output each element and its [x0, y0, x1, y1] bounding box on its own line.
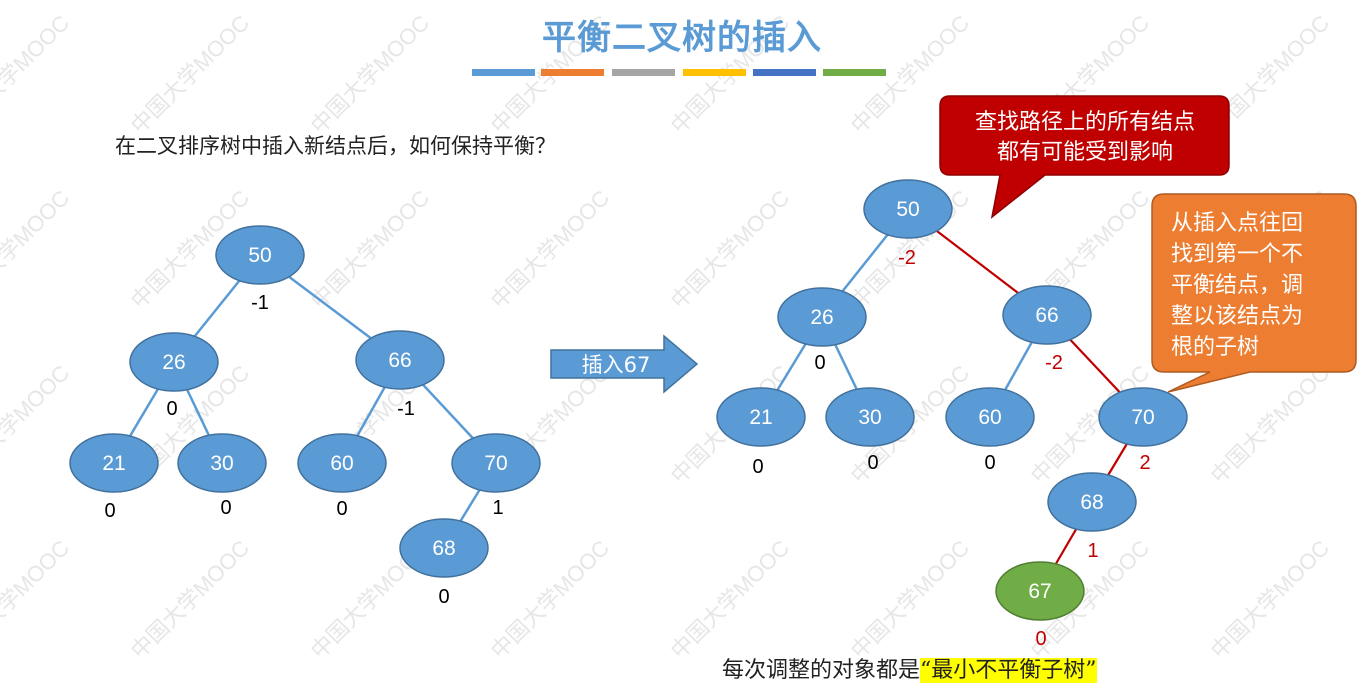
- arrow-label: 插入67: [582, 353, 651, 377]
- callout-line: 都有可能受到影响: [997, 140, 1173, 165]
- left-tree-node-70: 70: [451, 433, 541, 493]
- left-balance-factor-30: 0: [220, 497, 231, 519]
- right-balance-factor-66: -2: [1045, 352, 1063, 374]
- callout-bubble: [1151, 193, 1357, 393]
- node-label: 70: [484, 452, 507, 475]
- node-label: 68: [432, 537, 455, 560]
- node-ellipse: [1002, 285, 1092, 345]
- right-tree-node-26: 26: [777, 287, 867, 347]
- left-balance-factor-60: 0: [336, 498, 347, 520]
- right-tree-node-68: 68: [1047, 472, 1137, 532]
- right-tree-node-21: 21: [716, 387, 806, 447]
- right-balance-factor-67: 0: [1035, 628, 1046, 650]
- bottom-note: 每次调整的对象都是“最小不平衡子树”: [722, 652, 1097, 684]
- node-label: 70: [1131, 406, 1154, 429]
- left-tree-node-68: 68: [399, 518, 489, 578]
- left-balance-factor-21: 0: [104, 500, 115, 522]
- color-bar-segment: [823, 69, 886, 76]
- node-label: 67: [1028, 580, 1051, 603]
- bottom-note-highlight: “最小不平衡子树”: [920, 658, 1097, 683]
- question-text: 在二叉排序树中插入新结点后，如何保持平衡？: [115, 134, 556, 158]
- node-ellipse: [177, 433, 267, 493]
- arrow-shape: [550, 334, 699, 394]
- right-balance-factor-50: -2: [898, 247, 916, 269]
- callout-line: 根的子树: [1171, 335, 1259, 360]
- node-label: 60: [330, 452, 353, 475]
- left-tree-node-60: 60: [297, 433, 387, 493]
- callout-bubble: [939, 95, 1230, 219]
- left-balance-factor-66: -1: [397, 398, 415, 420]
- right-balance-factor-60: 0: [984, 452, 995, 474]
- left-balance-factor-70: 1: [492, 497, 503, 519]
- node-label: 68: [1080, 491, 1103, 514]
- page-title: 平衡二叉树的插入: [542, 18, 822, 58]
- node-ellipse: [777, 287, 867, 347]
- right-balance-factor-26: 0: [814, 352, 825, 374]
- color-bar-segment: [472, 69, 535, 76]
- callout-line: 找到第一个不: [1171, 242, 1303, 267]
- color-bar-segment: [612, 69, 675, 76]
- node-ellipse: [451, 433, 541, 493]
- color-bar-segment: [541, 69, 604, 76]
- right-balance-factor-21: 0: [752, 456, 763, 478]
- node-label: 50: [896, 198, 919, 221]
- color-bar-segment: [753, 69, 816, 76]
- insert-arrow: 插入67: [550, 334, 699, 394]
- callout-line: 整以该结点为: [1171, 304, 1303, 329]
- node-ellipse: [399, 518, 489, 578]
- left-tree-node-26: 26: [129, 332, 219, 392]
- node-ellipse: [69, 433, 159, 493]
- node-label: 21: [102, 452, 125, 475]
- node-label: 30: [210, 452, 233, 475]
- node-ellipse: [995, 561, 1085, 621]
- left-tree-node-21: 21: [69, 433, 159, 493]
- node-ellipse: [945, 387, 1035, 447]
- right-balance-factor-30: 0: [867, 452, 878, 474]
- left-balance-factor-68: 0: [438, 586, 449, 608]
- callout-line: 从插入点往回: [1171, 211, 1303, 236]
- left-tree-node-66: 66: [355, 330, 445, 390]
- left-balance-factor-50: -1: [251, 292, 269, 314]
- node-label: 30: [858, 406, 881, 429]
- node-label: 26: [162, 351, 185, 374]
- callout-line: 查找路径上的所有结点: [975, 110, 1195, 135]
- node-ellipse: [129, 332, 219, 392]
- right-tree-node-30: 30: [825, 387, 915, 447]
- right-balance-factor-68: 1: [1087, 540, 1098, 562]
- right-tree-node-50: 50: [863, 179, 953, 239]
- right-tree-node-60: 60: [945, 387, 1035, 447]
- right-tree-node-66: 66: [1002, 285, 1092, 345]
- node-ellipse: [1098, 387, 1188, 447]
- right-balance-factor-70: 2: [1139, 452, 1150, 474]
- node-ellipse: [716, 387, 806, 447]
- right-tree-node-67: 67: [995, 561, 1085, 621]
- left-balance-factor-26: 0: [166, 398, 177, 420]
- left-tree-node-50: 50: [215, 225, 305, 285]
- node-ellipse: [863, 179, 953, 239]
- node-label: 66: [388, 349, 411, 372]
- node-ellipse: [215, 225, 305, 285]
- color-bar-segment: [683, 69, 746, 76]
- node-ellipse: [297, 433, 387, 493]
- right-tree-node-70: 70: [1098, 387, 1188, 447]
- node-label: 26: [810, 306, 833, 329]
- node-ellipse: [355, 330, 445, 390]
- node-label: 60: [978, 406, 1001, 429]
- node-ellipse: [825, 387, 915, 447]
- node-label: 66: [1035, 304, 1058, 327]
- node-label: 21: [749, 406, 772, 429]
- bottom-note-prefix: 每次调整的对象都是: [722, 658, 921, 683]
- node-ellipse: [1047, 472, 1137, 532]
- node-label: 50: [248, 244, 271, 267]
- left-tree-node-30: 30: [177, 433, 267, 493]
- callout-line: 平衡结点，调: [1171, 273, 1303, 298]
